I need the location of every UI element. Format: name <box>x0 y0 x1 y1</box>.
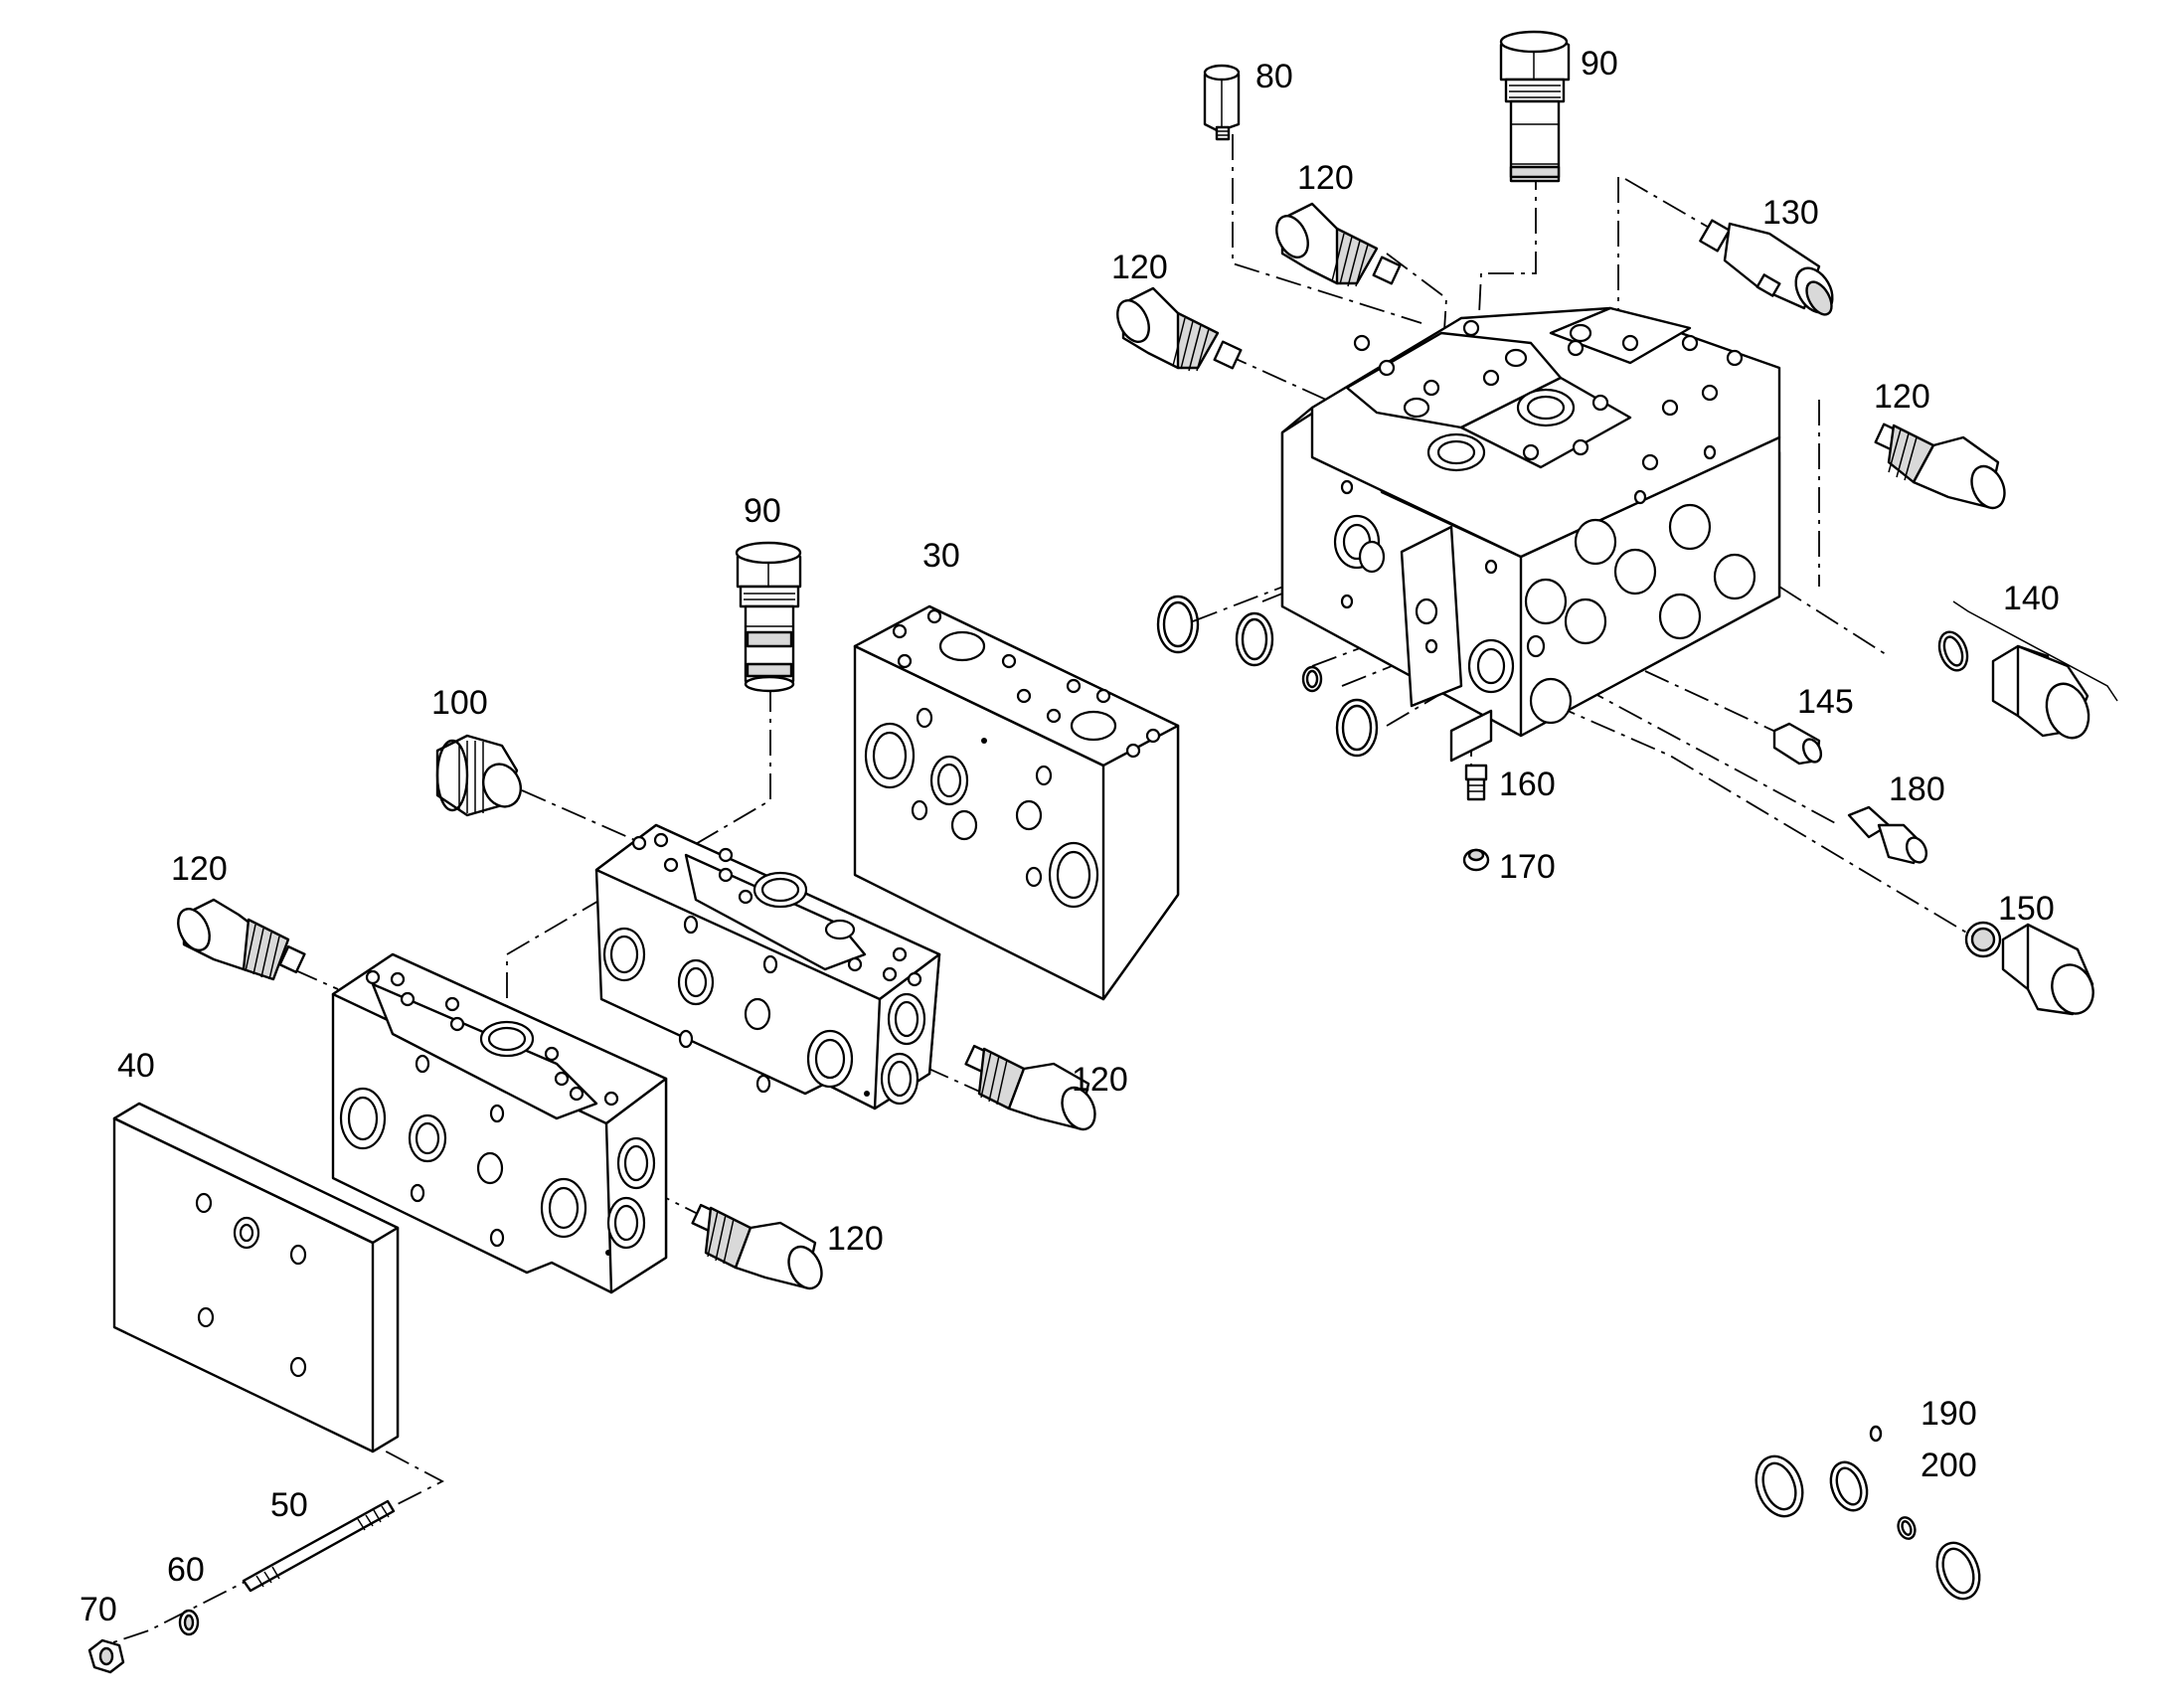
part-120-cartridge-upper-a <box>1275 202 1402 287</box>
callout-70: 70 <box>80 1591 117 1628</box>
part-60-washer <box>178 1609 200 1636</box>
callout-130: 130 <box>1762 194 1819 232</box>
callout-80: 80 <box>1255 58 1293 95</box>
part-40-cover-plate <box>112 1102 400 1453</box>
callout-100: 100 <box>431 684 488 722</box>
callout-120-right: 120 <box>1874 378 1930 416</box>
callout-170: 170 <box>1499 848 1556 886</box>
middle-section-block <box>594 823 941 1110</box>
callout-160: 160 <box>1499 766 1556 803</box>
callout-90-lower: 90 <box>744 492 781 530</box>
part-140-plug <box>1937 600 2118 740</box>
part-120-cartridge-upper-b <box>1116 286 1243 372</box>
callout-190: 190 <box>1921 1395 1977 1433</box>
right-body-seals <box>1156 595 1379 758</box>
part-120-cartridge-left <box>177 898 306 981</box>
part-30-block <box>853 604 1180 1001</box>
callout-30: 30 <box>922 537 960 575</box>
part-80-fitting <box>1203 64 1241 141</box>
part-150-plug <box>1964 921 2094 1016</box>
part-180-valve <box>1847 805 1928 865</box>
part-90-cartridge-upper <box>1499 30 1571 183</box>
callout-120-upper-a: 120 <box>1297 159 1354 197</box>
part-70-nut <box>87 1638 125 1674</box>
callout-180: 180 <box>1889 770 1945 808</box>
part-100-plug <box>435 734 522 817</box>
part-160-screw <box>1464 764 1488 801</box>
callout-120-lower: 120 <box>827 1220 884 1258</box>
seal-kit-190-200 <box>1755 1425 1981 1601</box>
callout-200: 200 <box>1921 1447 1977 1484</box>
part-90-cartridge-lower <box>735 541 802 693</box>
callout-120-upper-b: 120 <box>1111 249 1168 286</box>
callout-145: 145 <box>1797 683 1854 721</box>
callout-50: 50 <box>270 1486 308 1524</box>
callout-120-left: 120 <box>171 850 228 888</box>
part-145-nipple <box>1772 722 1823 766</box>
main-valve-body <box>1280 306 1781 763</box>
callout-120-middle: 120 <box>1072 1061 1128 1099</box>
part-120-cartridge-middle <box>964 1044 1096 1131</box>
callout-60: 60 <box>167 1551 205 1589</box>
callout-150: 150 <box>1998 890 2055 928</box>
callout-40: 40 <box>117 1047 155 1085</box>
part-170-screw <box>1462 848 1490 872</box>
lower-section-block <box>331 952 668 1294</box>
callout-labels: 80 90 120 120 130 120 140 145 160 180 17… <box>80 45 2060 1628</box>
callout-90-upper: 90 <box>1581 45 1618 83</box>
callout-140: 140 <box>2003 580 2060 617</box>
part-120-cartridge-lower <box>691 1203 823 1290</box>
part-50-stud <box>242 1499 396 1593</box>
part-130-sensor <box>1699 219 1834 316</box>
part-120-cartridge-right <box>1874 423 2006 510</box>
